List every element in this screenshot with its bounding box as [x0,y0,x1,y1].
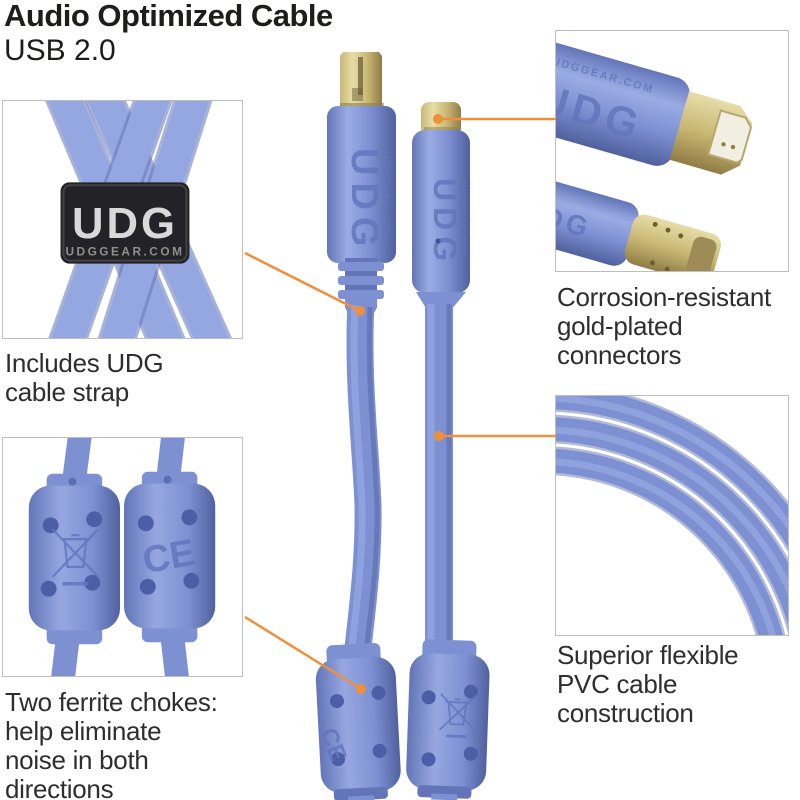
callout-lines [244,114,556,694]
callout-ferrite-chokes [244,615,366,694]
feature-box-pvc-cable [555,395,789,636]
usb-b-strain-relief [338,258,384,317]
ferrite-choke-left [28,438,121,676]
callout-gold-connectors [433,114,556,124]
caption-cable-strap: Includes UDG cable strap [5,348,164,407]
feature-box-ferrite-chokes: CE [2,437,243,677]
caption-pvc-cable: Superior flexible PVC cable construction [557,640,739,728]
usb-c-connector-closeup: UDG [556,165,721,271]
page-title: Audio Optimized Cable [4,0,333,33]
weee-crossed-bin-icon [51,528,99,586]
callout-dot [434,431,444,441]
callout-pvc-cable [434,431,556,441]
feature-box-cable-strap: UDG UDGGEAR.COM [2,100,243,339]
strap-url-label: UDGGEAR.COM [65,245,184,259]
weee-crossed-bin-icon [438,693,478,739]
usb-b-connector-closeup: UDGGEAR.COM UDG [556,31,753,175]
ce-mark-emboss: CE [314,724,351,765]
ferrite-chokes-photo: CE [28,438,216,676]
udg-cable-strap: UDG UDGGEAR.COM [60,182,190,264]
ferrite-choke-on-c-cable [406,639,490,800]
usb-b-brand-emboss: UDG [343,148,385,253]
callout-dot [433,114,443,124]
usb-b-connector: UDG UDGGEAR.COM [327,52,396,317]
strap-brand-label: UDG [72,200,178,248]
coiled-cable [556,396,788,635]
usb-b-cable-run [344,302,382,650]
usb-c-connector: UDG UDGGEAR.COM [412,102,470,310]
ferrite-choke-right: CE [123,438,216,676]
cable-strap-photo: UDG UDGGEAR.COM [45,101,232,338]
ferrite-choke-on-b-cable: CE [314,643,401,800]
pvc-cable-photo [556,396,788,635]
usb-b-url-emboss: UDGGEAR.COM [382,152,392,238]
gold-connectors-photo: UDGGEAR.COM UDG UDG [556,31,753,271]
page-subtitle: USB 2.0 [4,34,116,67]
caption-gold-connectors: Corrosion-resistant gold-plated connecto… [557,282,771,370]
usb-c-url-emboss: UDGGEAR.COM [458,182,467,257]
caption-ferrite-chokes: Two ferrite chokes: help eliminate noise… [5,687,218,800]
usb-c-brand-emboss: UDG [427,178,463,267]
callout-cable-strap [244,251,365,316]
usb-c-cable-run [425,300,453,650]
ce-mark-label: CE [139,531,198,581]
page-title-block: Audio Optimized Cable USB 2.0 [4,0,333,68]
feature-box-gold-connectors: UDGGEAR.COM UDG UDG [555,30,789,272]
callout-dot [356,684,366,694]
callout-dot [355,306,365,316]
